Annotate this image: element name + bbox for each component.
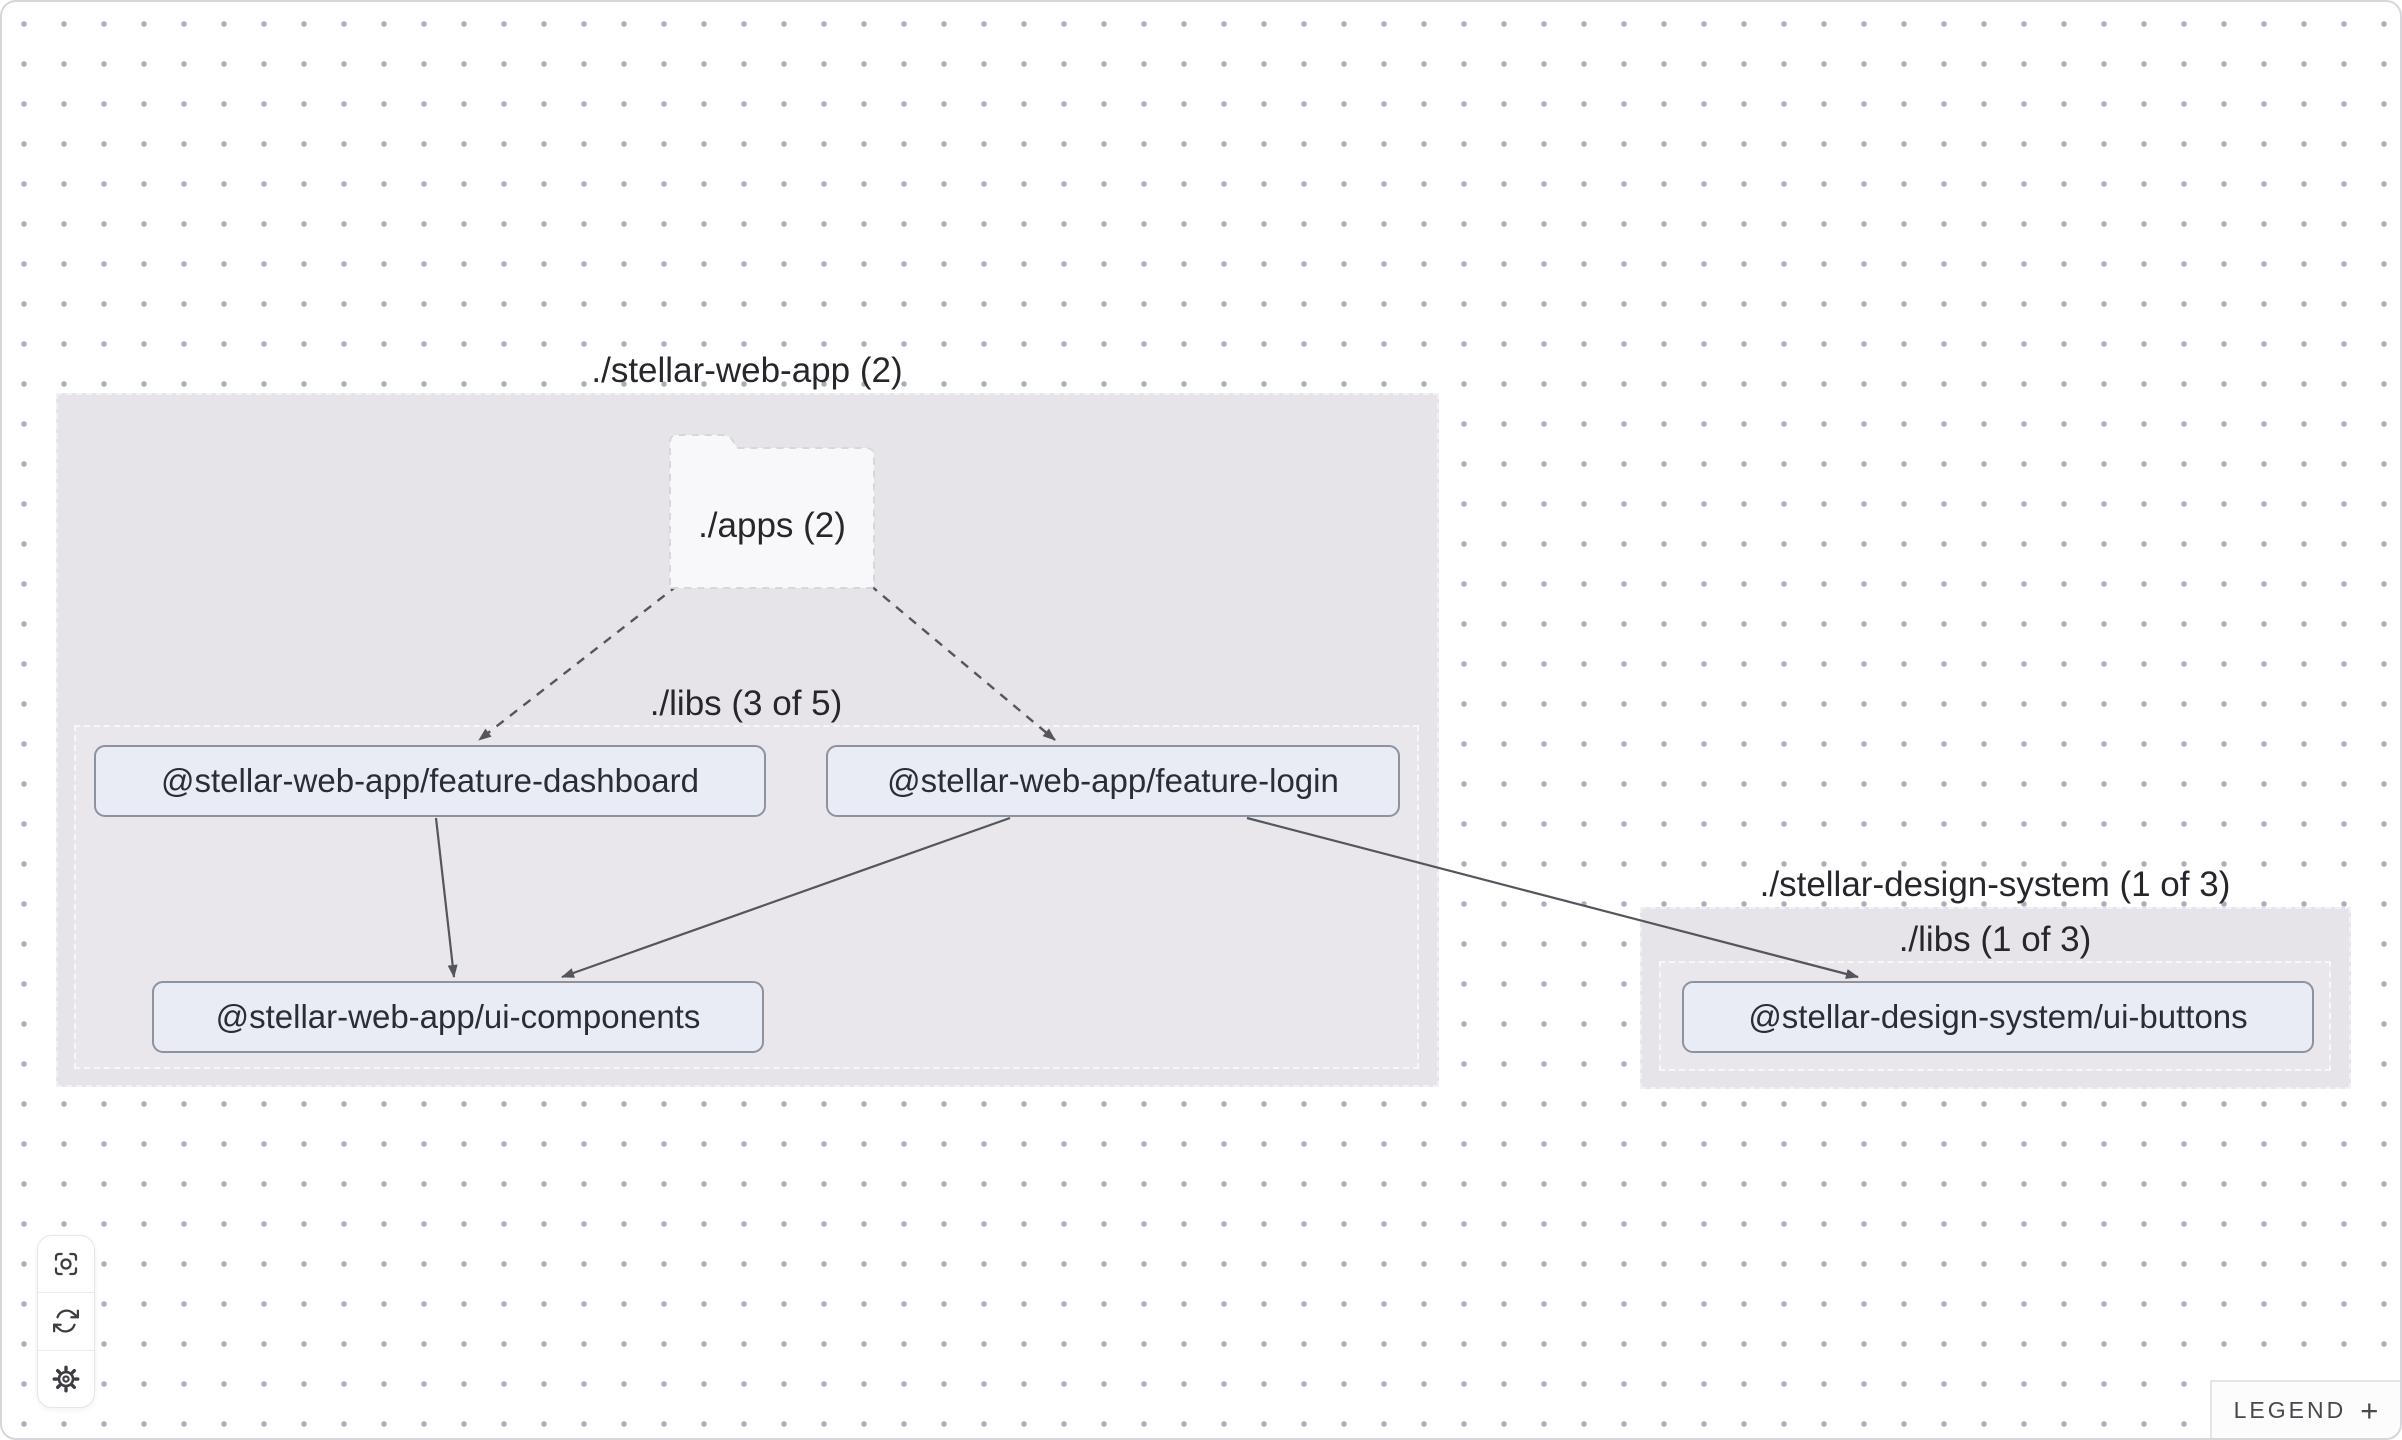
group-label-libs-design-system: ./libs (1 of 3) — [1898, 920, 2092, 959]
zoom-to-fit-button[interactable] — [38, 1236, 94, 1294]
gear-icon — [52, 1365, 80, 1393]
focus-icon — [54, 1253, 78, 1276]
node-feature-login[interactable]: @stellar-web-app/feature-login — [826, 745, 1400, 817]
legend-label: LEGEND — [2233, 1396, 2347, 1423]
folder-icon — [669, 434, 875, 589]
refresh-button[interactable] — [38, 1293, 94, 1351]
graph-toolbar — [37, 1235, 95, 1408]
group-label-stellar-design-system: ./stellar-design-system (1 of 3) — [1759, 865, 2231, 904]
plus-icon: + — [2360, 1392, 2379, 1428]
node-ui-components[interactable]: @stellar-web-app/ui-components — [152, 981, 764, 1053]
legend-panel[interactable]: LEGEND + — [2210, 1380, 2400, 1438]
group-label-stellar-web-app: ./stellar-web-app (2) — [591, 351, 903, 390]
folder-label: ./apps (2) — [698, 506, 846, 545]
node-ui-buttons[interactable]: @stellar-design-system/ui-buttons — [1682, 981, 2314, 1053]
node-feature-dashboard[interactable]: @stellar-web-app/feature-dashboard — [94, 745, 766, 817]
node-label: @stellar-design-system/ui-buttons — [1748, 998, 2248, 1035]
refresh-icon — [53, 1309, 79, 1333]
group-label-libs-web-app: ./libs (3 of 5) — [649, 684, 843, 723]
node-label: @stellar-web-app/feature-dashboard — [161, 762, 699, 799]
folder-node-apps[interactable]: ./apps (2) — [662, 428, 882, 594]
node-label: @stellar-web-app/ui-components — [215, 998, 701, 1035]
node-label: @stellar-web-app/feature-login — [887, 762, 1339, 799]
settings-button[interactable] — [38, 1350, 94, 1407]
